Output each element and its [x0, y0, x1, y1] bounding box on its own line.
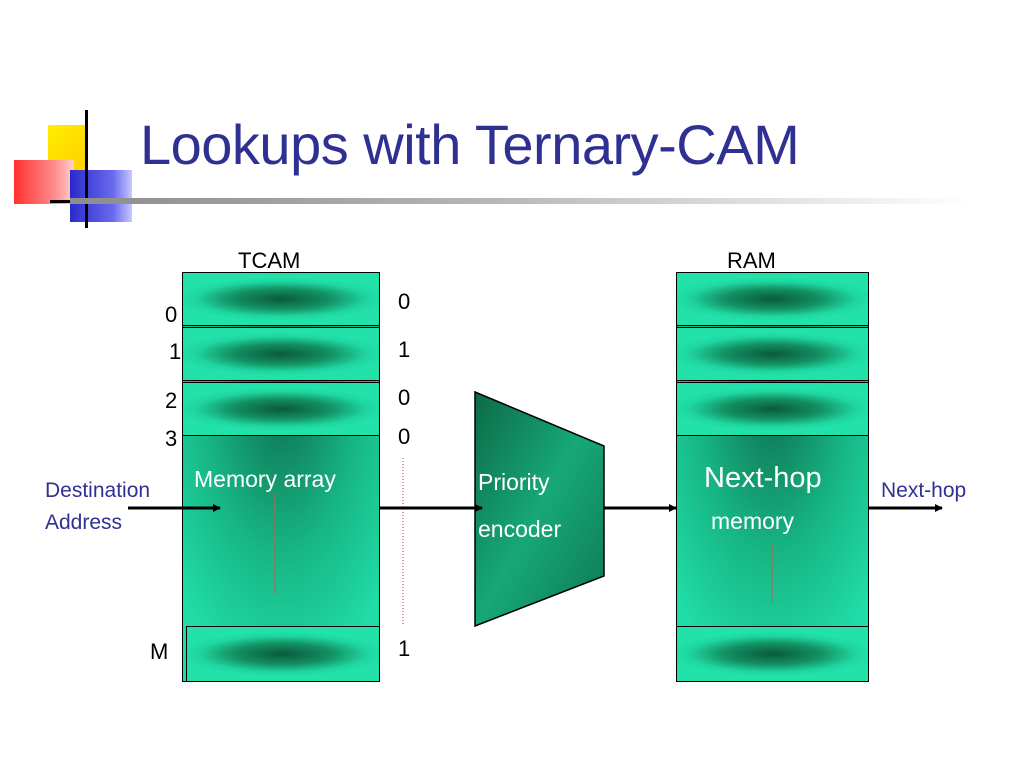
tcam-row-m [186, 626, 380, 682]
logo-blue-square [70, 170, 132, 222]
row-index-1: 1 [169, 339, 182, 364]
title-underline [70, 198, 970, 204]
ram-row-m [676, 626, 869, 682]
row-index-0: 0 [165, 302, 178, 327]
tcam-row-0 [182, 272, 380, 326]
row-index-m: M [150, 639, 169, 664]
row-index-2: 2 [165, 388, 178, 413]
destination-address-label-2: Address [45, 511, 123, 534]
memory-array-label: Memory array [194, 466, 336, 492]
match-bit-0: 0 [398, 289, 411, 314]
ram-label: RAM [727, 248, 776, 273]
logo-vertical-line [85, 110, 88, 228]
tcam-row-1 [182, 327, 380, 381]
match-bit-1: 1 [398, 337, 411, 362]
logo-decoration [0, 0, 140, 240]
next-hop-memory-label-1: Next-hop [704, 462, 822, 494]
next-hop-memory-label-2: memory [711, 508, 795, 534]
destination-address-label-1: Destination [45, 479, 151, 502]
ram-row-0 [676, 272, 869, 326]
tcam-row-2 [182, 382, 380, 436]
ram-row-2 [676, 382, 869, 436]
tcam-label: TCAM [238, 248, 301, 273]
row-index-3: 3 [165, 426, 178, 451]
match-bit-m: 1 [398, 636, 411, 661]
next-hop-output-label: Next-hop [881, 479, 967, 502]
match-bit-3: 0 [398, 424, 411, 449]
match-bit-2: 0 [398, 385, 411, 410]
ram-row-1 [676, 327, 869, 381]
page-title: Lookups with Ternary-CAM [140, 113, 800, 176]
priority-encoder-label-2: encoder [478, 516, 562, 542]
priority-encoder-shape [474, 390, 605, 628]
priority-encoder-label-1: Priority [478, 469, 550, 495]
logo-red-square [14, 160, 74, 204]
